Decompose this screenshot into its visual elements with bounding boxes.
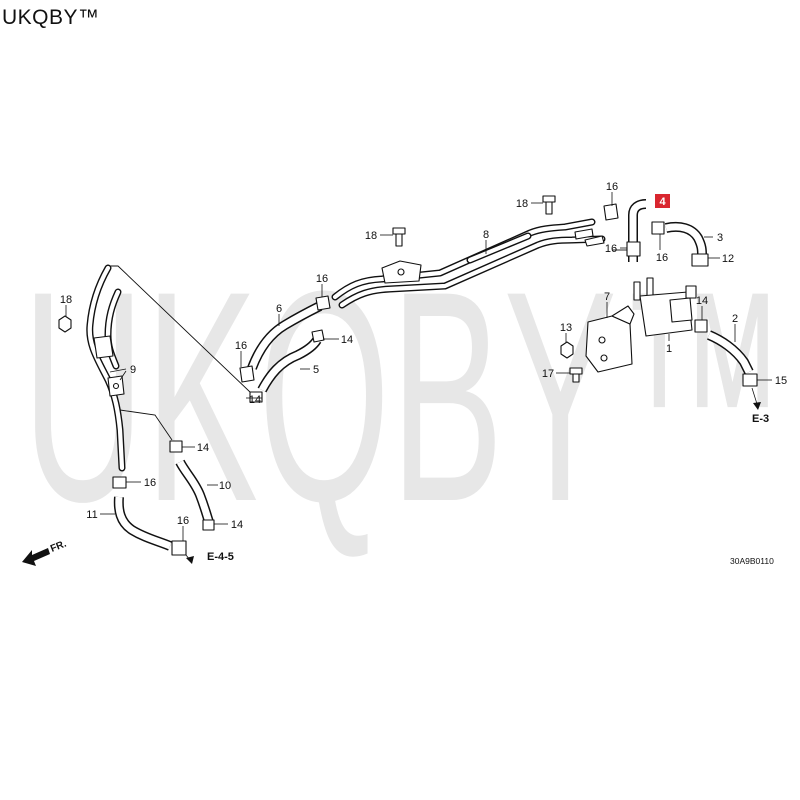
clip-16-d: [171, 540, 187, 556]
callout-label: 16: [177, 515, 189, 527]
clip-14-e: [694, 319, 708, 333]
group-line-lower: [119, 409, 173, 441]
ref-e45: E-4-5: [207, 551, 234, 563]
part-5-hose: [249, 329, 325, 403]
callout-label: 15: [775, 375, 787, 387]
callout-label: 17: [542, 368, 554, 380]
callout-label: 9: [130, 364, 136, 376]
callout-label: 5: [313, 364, 319, 376]
callout-label: 8: [483, 229, 489, 241]
ref-e3: E-3: [752, 413, 769, 425]
callout-label-highlighted: 4: [659, 196, 666, 208]
callout-label: 16: [316, 273, 328, 285]
clip-16-g: [651, 221, 665, 235]
callout-label: 14: [231, 519, 243, 531]
callout-label: 11: [86, 509, 97, 521]
part-6-hose: [239, 295, 331, 383]
clip-16-e: [603, 203, 619, 221]
callout-label: 7: [604, 291, 610, 303]
diagram-code: 30A9B0110: [730, 556, 774, 566]
clip-15: [742, 373, 758, 387]
callout-label: 18: [365, 230, 377, 242]
clip-14-c: [169, 440, 183, 453]
clip-14-a: [311, 329, 325, 343]
part-3-hose: [651, 221, 709, 267]
callout-label: 16: [606, 181, 618, 193]
watermark: UKQBY™: [22, 228, 787, 564]
callout-label: 12: [722, 253, 734, 265]
callout-label: 14: [696, 295, 708, 307]
callout-label: 18: [60, 294, 72, 306]
callout-label: 16: [144, 477, 156, 489]
bolt-17: [569, 367, 583, 383]
leader-lines: [65, 192, 772, 541]
bolt-18-c: [58, 315, 72, 333]
callout-label: 16: [656, 252, 668, 264]
group-line-upper: [108, 265, 251, 393]
part-7-bracket: [585, 305, 635, 373]
part-1-valve: [633, 277, 697, 337]
callout-labels: 16 4 18 8 18 3 16 16 12 16 18 7 14 6 2 1…: [60, 181, 787, 531]
clip-14-b: [249, 391, 263, 403]
callout-label: 18: [516, 198, 528, 210]
part-10-hose: [169, 440, 215, 531]
arrow-e3: [751, 387, 761, 410]
callout-label: 3: [717, 232, 723, 244]
clip-14-d: [202, 519, 215, 531]
part-4-elbow-hose: [603, 203, 646, 262]
callout-label: 10: [219, 480, 231, 492]
clip-16-b: [239, 365, 255, 383]
clip-16-c: [112, 476, 127, 489]
bolt-18-a: [542, 195, 556, 215]
callout-label: 13: [560, 322, 572, 334]
callout-label: 16: [605, 243, 617, 255]
callout-label: 16: [235, 340, 247, 352]
arrow-e45: [185, 554, 194, 564]
brand-logo-text: UKQBY™: [2, 6, 100, 29]
callout-label: 6: [276, 303, 282, 315]
clip-16-a: [315, 295, 331, 311]
callout-label: 14: [249, 394, 261, 406]
clip-16-f: [626, 241, 641, 257]
part-2-hose: [694, 319, 758, 387]
callout-label: 1: [666, 343, 672, 355]
callout-label: 2: [732, 313, 738, 325]
bolt-13: [560, 341, 574, 359]
part-9-left-pipe: [90, 268, 124, 468]
bolt-18-b: [392, 227, 406, 247]
highlight-box-part-4: [655, 194, 670, 208]
clip-12: [691, 253, 709, 267]
part-8-pipe-assembly: [335, 222, 604, 305]
callout-label: 14: [197, 442, 209, 454]
callout-label: 14: [341, 334, 353, 346]
